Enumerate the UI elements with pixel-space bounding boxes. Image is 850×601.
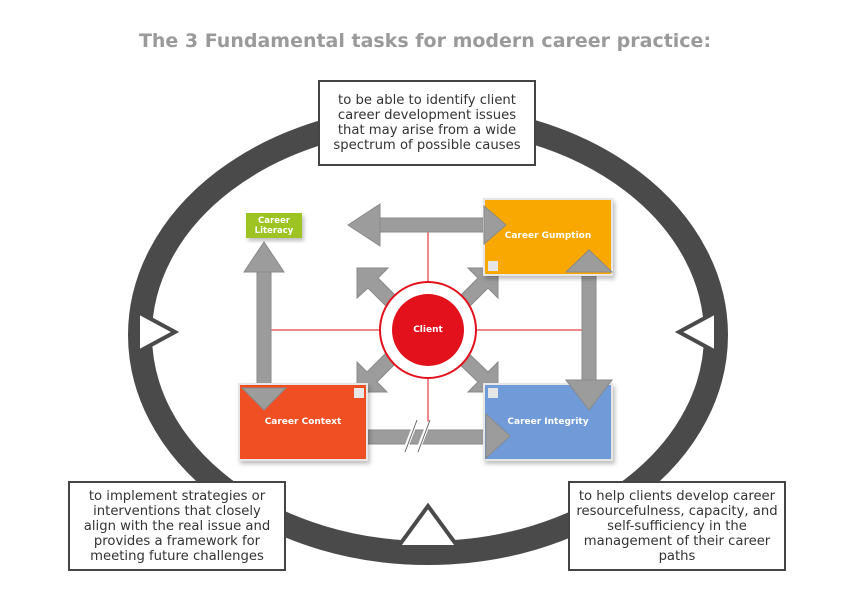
client-label: Client xyxy=(413,325,443,335)
arrowhead-top-left xyxy=(347,203,381,247)
career-gumption-label: Career Gumption xyxy=(504,231,592,241)
arrow-shaft-gumption-integrity xyxy=(581,267,597,384)
career-literacy-box xyxy=(246,213,302,238)
arrowhead-overlay-gumption-up xyxy=(564,249,614,273)
bottom-arrow-break-line-2 xyxy=(417,419,431,453)
task-box-top: to be able to identify client career dev… xyxy=(318,80,536,166)
right-cycle-triangle xyxy=(674,308,718,356)
career-gumption-corner-icon xyxy=(488,261,498,271)
page-title: The 3 Fundamental tasks for modern caree… xyxy=(138,30,712,52)
bottom-cycle-triangle xyxy=(394,502,462,549)
arrowhead-overlay-gumption-left-notch xyxy=(483,204,507,246)
career-literacy-label: Career Literacy xyxy=(254,215,294,236)
bottom-arrow-break-line-1 xyxy=(404,419,418,453)
arrowhead-overlay-integrity-down xyxy=(564,379,614,411)
arrow-shaft-context-integrity xyxy=(367,429,489,445)
task-text-bottom-right: to help clients develop career resourcef… xyxy=(576,488,778,564)
task-text-bottom-left: to implement strategies or interventions… xyxy=(83,488,271,564)
left-cycle-triangle xyxy=(136,308,180,356)
task-box-bottom-left: to implement strategies or interventions… xyxy=(68,481,286,571)
career-integrity-corner-icon xyxy=(488,388,498,398)
arrowhead-to-literacy xyxy=(243,241,285,273)
arrowhead-overlay-literacy-bottom xyxy=(240,387,288,411)
arrow-shaft-gumption-left xyxy=(377,217,487,233)
task-text-top: to be able to identify client career dev… xyxy=(333,93,521,153)
career-integrity-label: Career Integrity xyxy=(507,417,589,427)
client-node xyxy=(392,294,464,366)
career-context-corner-icon xyxy=(354,388,364,398)
task-box-bottom-right: to help clients develop career resourcef… xyxy=(568,481,786,571)
career-context-label: Career Context xyxy=(264,417,342,427)
arrowhead-overlay-integrity-left xyxy=(485,412,511,460)
arrow-shaft-context-to-literacy xyxy=(256,269,272,391)
